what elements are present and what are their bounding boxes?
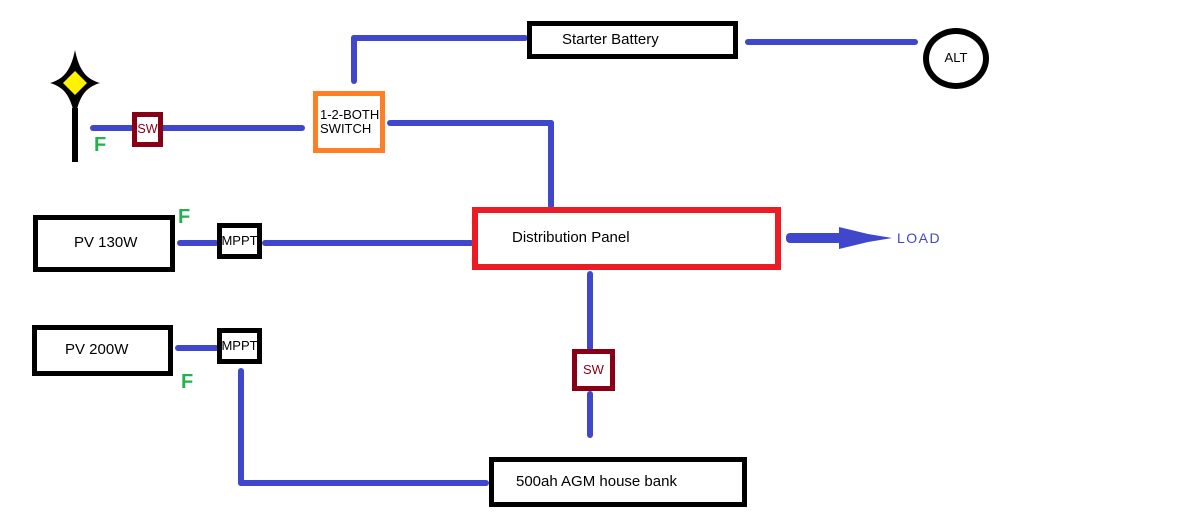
selector-switch-label-line1: 1-2-BOTH (320, 106, 380, 122)
distribution-panel-label: Distribution Panel (512, 229, 630, 247)
mppt2-box: MPPT (217, 328, 262, 364)
mppt1-label: MPPT (221, 232, 258, 248)
alternator-label: ALT (944, 50, 968, 66)
selector-switch-box: 1-2-BOTH SWITCH (313, 91, 385, 153)
load-arrow-icon (786, 227, 892, 249)
wire-pv200-to-mppt2 (175, 345, 219, 351)
starter-battery-label: Starter Battery (562, 30, 659, 48)
wire-houseswitch-down (587, 391, 593, 438)
wind-generator-star-icon (50, 50, 100, 162)
load-label: LOAD (897, 230, 942, 246)
fuse-label-wind: F (94, 134, 107, 156)
wire-battery-to-alternator (745, 39, 918, 45)
pv-130w-box: PV 130W (33, 215, 175, 272)
selector-switch-label-line2: SWITCH (320, 121, 372, 136)
wire-windgen-to-selector (90, 125, 305, 131)
wind-switch-box: SW (132, 112, 163, 147)
fuse-label-pv130: F (178, 206, 191, 228)
house-bank-label: 500ah AGM house bank (516, 472, 677, 490)
wire-selector-right-horizontal (387, 120, 554, 126)
wire-mppt2-down-vertical (238, 368, 244, 486)
wire-selector-up-vertical (351, 35, 357, 84)
pv-130w-label: PV 130W (74, 234, 138, 252)
distribution-panel-box: Distribution Panel (472, 207, 781, 270)
pv-200w-box: PV 200W (32, 325, 173, 376)
wire-mppt1-to-panel (262, 240, 474, 246)
wire-selector-to-battery (351, 35, 528, 41)
house-bank-box: 500ah AGM house bank (489, 457, 747, 507)
wind-switch-label: SW (137, 121, 158, 136)
mppt2-label: MPPT (221, 337, 258, 353)
wire-panel-to-houseswitch (587, 271, 593, 351)
pv-200w-label: PV 200W (65, 341, 129, 359)
mppt1-box: MPPT (217, 223, 262, 259)
alternator-circle: ALT (923, 28, 989, 89)
wire-pv130-to-mppt1 (177, 240, 219, 246)
starter-battery-box: Starter Battery (527, 21, 738, 59)
house-switch-label: SW (583, 361, 604, 377)
wire-to-housebank-horizontal (238, 480, 489, 486)
fuse-label-pv200: F (181, 371, 194, 393)
house-switch-box: SW (572, 349, 615, 391)
wire-selector-to-panel-vertical (548, 120, 554, 209)
